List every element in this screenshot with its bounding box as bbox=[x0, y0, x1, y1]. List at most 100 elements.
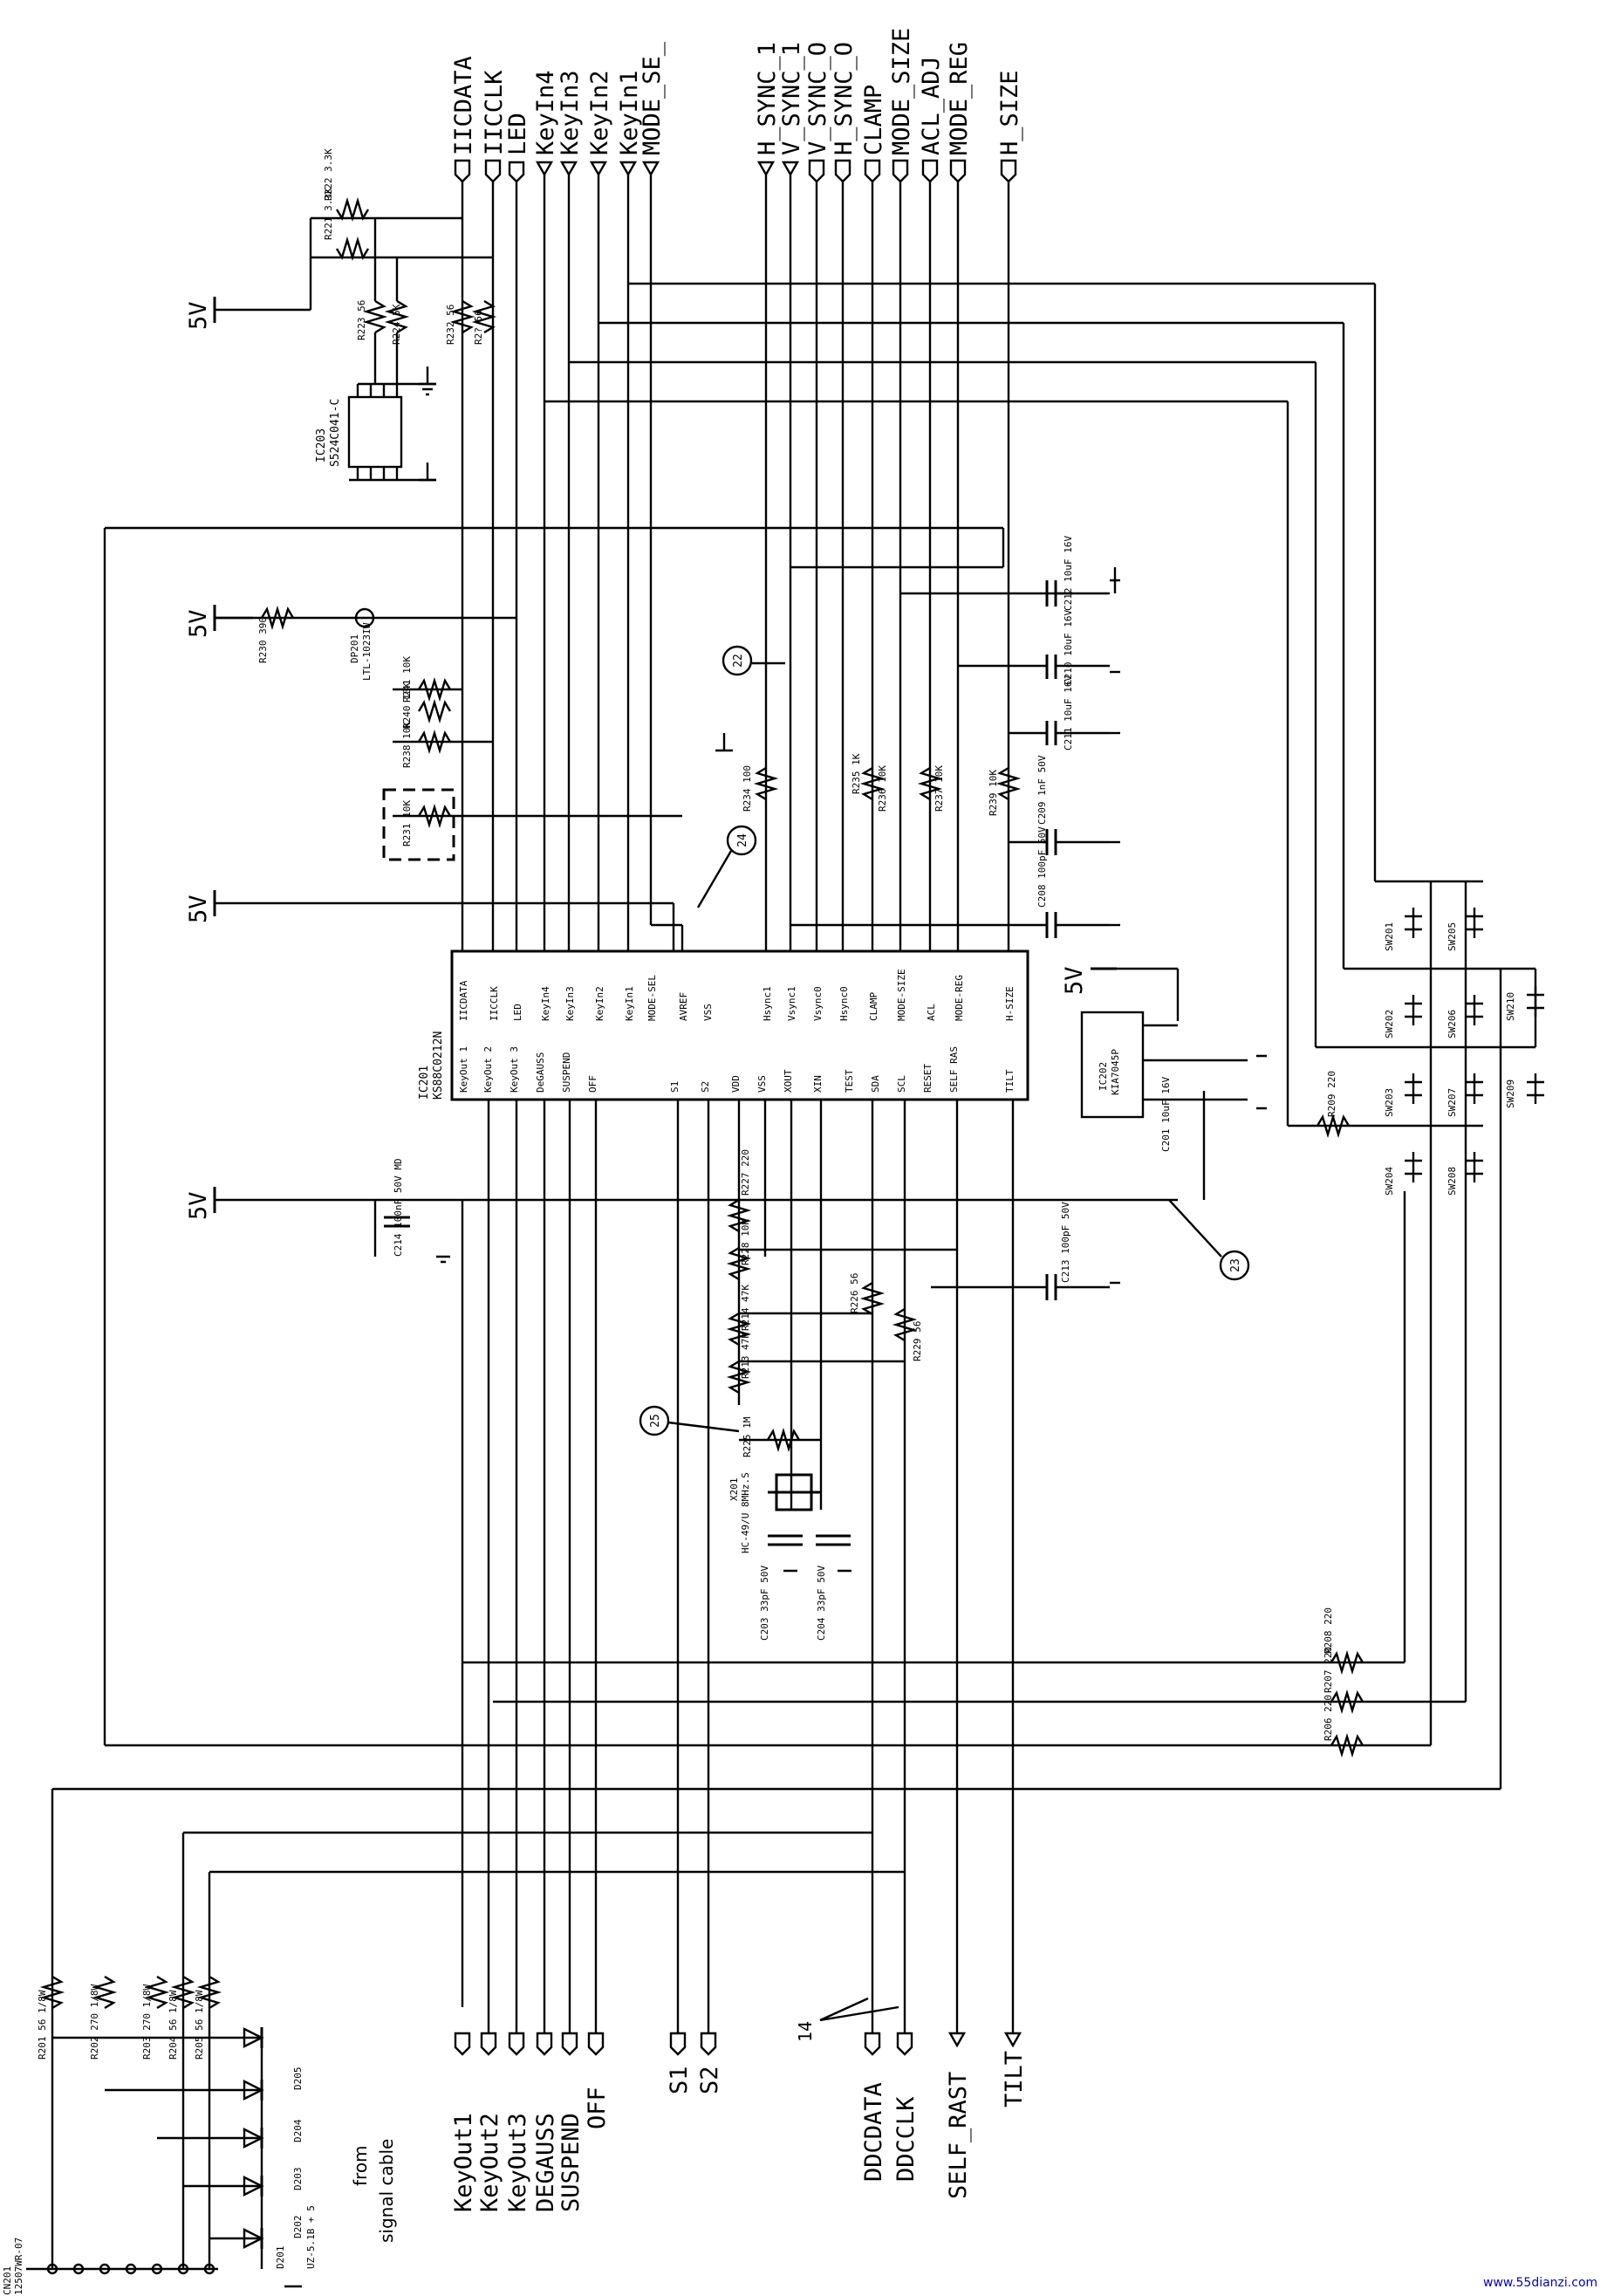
pin-self-ras: SELF RAS bbox=[948, 1046, 960, 1093]
pin-sda: SDA bbox=[870, 1075, 881, 1093]
callout-22: 22 bbox=[722, 645, 785, 676]
r240-label: R240 10K bbox=[401, 682, 413, 729]
label-v-sync-o: V_SYNC_O bbox=[804, 42, 831, 155]
callout-23-label: 23 bbox=[1229, 1258, 1242, 1272]
r203-label: R203 270 1/8W bbox=[141, 1984, 153, 2060]
label-iicdata: IICDATA bbox=[450, 56, 477, 155]
label-off: OFF bbox=[584, 2087, 611, 2129]
supply-5v-3: 5V bbox=[185, 890, 675, 951]
label-keyin4: KeyIn4 bbox=[532, 70, 559, 155]
connector-keyin4: KeyIn4 bbox=[532, 70, 559, 177]
sw207-label: SW207 bbox=[1446, 1088, 1458, 1117]
r231-label: R231 10K bbox=[401, 800, 413, 846]
connector-clamp: CLAMP bbox=[860, 85, 887, 183]
ic201-ref: IC201 bbox=[418, 1066, 431, 1100]
watermark: www.55dianzi.com bbox=[1483, 2276, 1597, 2290]
right-caps: C212 10uF 16V C210 10uF 16V C211 10uF 16… bbox=[790, 536, 1110, 938]
sw203: SW203 bbox=[1384, 1073, 1422, 1117]
label-h-size: H_SIZE bbox=[996, 70, 1023, 155]
c211-label: C211 10uF 16V bbox=[1063, 675, 1074, 750]
connector-mode-sel: MODE_SE_ bbox=[639, 41, 666, 177]
connector-led: LED bbox=[504, 113, 531, 183]
supply-5v-2: 5V bbox=[185, 605, 253, 638]
label-keyin2: KeyIn2 bbox=[586, 70, 613, 155]
pin-test: TEST bbox=[844, 1069, 855, 1093]
connector-self-rast: SELF_RAST bbox=[945, 2032, 972, 2199]
label-5v-2: 5V bbox=[185, 609, 212, 638]
callout-14-label: 14 bbox=[795, 2021, 816, 2042]
r238-label: R238 10K bbox=[401, 722, 413, 768]
pin-suspend: SUSPEND bbox=[561, 1052, 572, 1093]
cable-note-from: from bbox=[350, 2145, 371, 2186]
ic201-top-pins: IICDATA IICCLK LED KeyIn4 KeyIn3 KeyIn2 … bbox=[458, 969, 1016, 1021]
c204-label: C204 33pF 50V bbox=[816, 1566, 827, 1641]
sw202-label: SW202 bbox=[1384, 1010, 1395, 1038]
pin-vdd: VDD bbox=[730, 1075, 742, 1093]
pin-keyin4: KeyIn4 bbox=[540, 986, 551, 1021]
label-led: LED bbox=[504, 113, 531, 155]
connector-s1: S1 bbox=[666, 2032, 693, 2094]
r207-label: R207 220 bbox=[1323, 1647, 1334, 1693]
ic202: IC202 KIA7045P C201 10uF 16V bbox=[1080, 1011, 1248, 1200]
r224-label: R224 5K bbox=[391, 304, 402, 345]
c212-label: C212 10uF 16V bbox=[1063, 536, 1074, 611]
callout-24: 24 bbox=[696, 825, 757, 908]
r226-label: R226 56 bbox=[849, 1273, 860, 1313]
label-keyout3: KeyOut3 bbox=[504, 2113, 531, 2212]
connector-mode-size: MODE_SIZE bbox=[888, 28, 915, 183]
sw209-label: SW209 bbox=[1505, 1079, 1516, 1108]
input-protection: R201 56 1/8W R202 270 1/8W R203 270 1/8W… bbox=[37, 1975, 397, 2270]
pin-degauss: DeGAUSS bbox=[535, 1052, 546, 1093]
label-iicclk: IICCLK bbox=[481, 70, 508, 155]
label-clamp: CLAMP bbox=[860, 85, 887, 155]
sw206-label: SW206 bbox=[1446, 1010, 1458, 1038]
r230-label: R230 390 bbox=[257, 617, 269, 663]
connector-s2: S2 bbox=[696, 2032, 723, 2094]
sw205: SW205 bbox=[1446, 908, 1483, 951]
sw203-label: SW203 bbox=[1384, 1088, 1395, 1117]
pin-mode-size: MODE-SIZE bbox=[896, 969, 907, 1021]
pin-xin: XIN bbox=[812, 1075, 824, 1093]
cn201-ref: CN201 bbox=[2, 2266, 13, 2295]
label-h-sync-1: H_SYNC_1 bbox=[754, 42, 781, 155]
r237-label: R237 10K bbox=[934, 765, 945, 812]
callout-24-label: 24 bbox=[736, 833, 749, 847]
ic201: IC201 KS88C0212N IICDATA IICCLK LED KeyI… bbox=[418, 949, 1029, 1101]
top-bus-wires bbox=[461, 175, 1010, 951]
label-acl-adj: ACL_ADJ bbox=[918, 56, 945, 155]
supply-5v-4: 5V bbox=[185, 1187, 1178, 1220]
r214-label: R214 47K bbox=[740, 1285, 751, 1331]
label-degauss: DEGAUSS bbox=[532, 2113, 559, 2212]
x201-part: HC-49/U 8MHz.S bbox=[740, 1472, 751, 1553]
d201-label: D201 bbox=[275, 2246, 286, 2270]
pin-hsync1: Hsync1 bbox=[762, 986, 773, 1021]
ic201-bottom-pins: KeyOut 1 KeyOut 2 KeyOut 3 DeGAUSS SUSPE… bbox=[458, 1046, 1016, 1093]
supply-5v-5: 5V bbox=[1061, 966, 1180, 1021]
label-h-sync-o: H_SYNC_O bbox=[831, 42, 858, 155]
c208-label: C208 100pF 50V bbox=[1036, 826, 1048, 908]
pin-keyin2: KeyIn2 bbox=[594, 986, 605, 1021]
r225-label: R225 1M bbox=[742, 1416, 753, 1457]
sw208: SW208 bbox=[1446, 1152, 1483, 1196]
pin-iicclk: IICCLK bbox=[489, 986, 500, 1021]
connector-tilt: TILT bbox=[1001, 2032, 1028, 2108]
label-keyout1: KeyOut1 bbox=[450, 2113, 477, 2212]
connector-h-sync-1: H_SYNC_1 bbox=[754, 42, 781, 177]
label-keyin3: KeyIn3 bbox=[557, 70, 584, 155]
r209: R209 220 bbox=[1316, 1071, 1351, 1139]
connector-keyin1: KeyIn1 bbox=[616, 70, 643, 177]
pin-keyout3: KeyOut 3 bbox=[509, 1046, 520, 1093]
pin-off: OFF bbox=[587, 1075, 598, 1093]
label-keyin1: KeyIn1 bbox=[616, 70, 643, 155]
r235-label: R235 1K bbox=[851, 753, 862, 794]
r209-label: R209 220 bbox=[1326, 1071, 1337, 1117]
pin-keyin3: KeyIn3 bbox=[564, 986, 576, 1021]
r234-label: R234 100 bbox=[742, 765, 753, 812]
pin-s1: S1 bbox=[669, 1081, 680, 1093]
connector-keyin2: KeyIn2 bbox=[586, 70, 613, 177]
sw204-label: SW204 bbox=[1384, 1167, 1395, 1196]
ic203-part: S524C041-C bbox=[329, 399, 342, 467]
label-s2: S2 bbox=[696, 2066, 723, 2094]
label-suspend: SUSPEND bbox=[557, 2113, 585, 2212]
pin-vsync0: Vsync0 bbox=[812, 986, 824, 1021]
